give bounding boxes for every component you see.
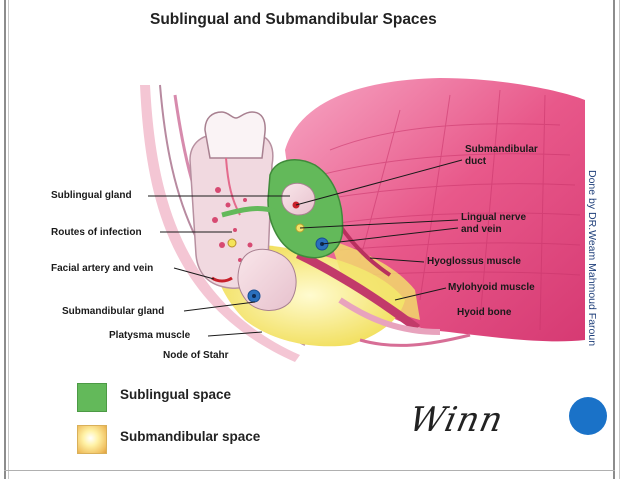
lower-muscle [359, 333, 471, 347]
legend-swatch-sublingual [77, 383, 107, 412]
route-focus [227, 238, 237, 248]
artist-signature: Winn [405, 400, 508, 440]
label-platysma-muscle: Platysma muscle [109, 330, 191, 341]
label-hyoid-bone: Hyoid bone [457, 307, 512, 318]
hyoid-strip [338, 297, 441, 335]
label-lingual-nerve-vein: Lingual nerve and vein [461, 212, 527, 235]
label-sublingual-gland: Sublingual gland [51, 190, 132, 201]
slide-frame-left-inner [8, 0, 9, 479]
slide-frame-left [4, 0, 6, 479]
leader-lines [148, 159, 463, 337]
label-mylohyoid-muscle: Mylohyoid muscle [448, 282, 535, 293]
submandibular-space-right [330, 240, 420, 320]
tooth-crown [204, 111, 266, 159]
slide-frame-right [613, 0, 615, 479]
label-facial-artery-vein: Facial artery and vein [51, 263, 154, 274]
legend-label-sublingual: Sublingual space [120, 387, 232, 402]
sublingual-gland-shape [281, 182, 316, 216]
legend-swatch-submandibular [77, 425, 107, 454]
label-submandibular-duct: Submandibular duct [465, 144, 538, 167]
infection-route [221, 206, 278, 218]
label-hyoglossus-muscle: Hyoglossus muscle [427, 256, 521, 267]
author-credit: Done by DR.Weam Mahmoud Faroun [586, 170, 598, 347]
label-node-of-stahr: Node of Stahr [163, 350, 229, 361]
mylohyoid-band [296, 250, 420, 332]
legend-label-submandibular: Submandibular space [120, 429, 261, 444]
slide-accent-dot [569, 397, 607, 435]
label-submandibular-gland: Submandibular gland [62, 306, 165, 317]
label-routes-of-infection: Routes of infection [51, 227, 142, 238]
slide-frame-bottom [4, 470, 615, 471]
slide-title: Sublingual and Submandibular Spaces [150, 11, 437, 28]
slide-frame-right-inner [619, 0, 620, 479]
